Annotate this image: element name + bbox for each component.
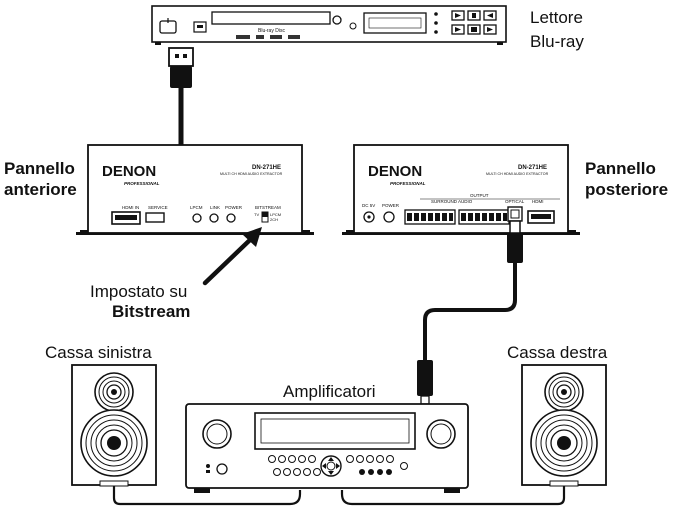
front-panel-label-line1: Pannello <box>4 159 75 178</box>
amplifier <box>185 403 469 493</box>
svg-text:POWER: POWER <box>225 205 243 210</box>
surround-terminals <box>404 209 510 225</box>
svg-text:2CH: 2CH <box>270 217 278 222</box>
svg-text:SURROUND AUDIO: SURROUND AUDIO <box>431 199 473 204</box>
svg-text:BITSTREAM: BITSTREAM <box>255 205 281 210</box>
left-speaker <box>71 364 157 487</box>
svg-text:SERVICE: SERVICE <box>148 205 168 210</box>
svg-text:LPCM: LPCM <box>190 205 203 210</box>
power-led <box>226 213 236 223</box>
disc-tray <box>211 11 331 25</box>
bitstream-setting-line1: Impostato su <box>90 282 188 301</box>
svg-text:HDMI IN: HDMI IN <box>122 205 139 210</box>
svg-text:DN-271HE: DN-271HE <box>518 165 547 171</box>
rear-panel-label-line1: Pannello <box>585 159 656 178</box>
right-speaker <box>521 364 607 487</box>
svg-text:MULTI CH HDMI AUDIO EXTRACTOR: MULTI CH HDMI AUDIO EXTRACTOR <box>220 172 283 176</box>
player-label-line1: Lettore <box>530 8 583 27</box>
left-speaker-label: Cassa sinistra <box>45 343 152 362</box>
amp-display <box>254 412 416 450</box>
svg-text:LINK: LINK <box>210 205 220 210</box>
bitstream-setting-line2: Bitstream <box>112 302 191 321</box>
right-speaker-label: Cassa destra <box>507 343 608 362</box>
svg-text:DN-271HE: DN-271HE <box>252 165 281 171</box>
svg-text:PROFESSIONAL: PROFESSIONAL <box>124 181 160 186</box>
svg-text:DC 5V: DC 5V <box>362 203 375 208</box>
optical-cable <box>417 220 523 405</box>
svg-text:TV: TV <box>254 212 259 217</box>
svg-text:DENON: DENON <box>368 163 422 180</box>
svg-text:HDMI: HDMI <box>532 199 544 204</box>
bitstream-arrow <box>202 227 262 286</box>
svg-text:Blu-ray Disc: Blu-ray Disc <box>258 28 285 34</box>
lpcm-led <box>192 213 202 223</box>
front-panel-label-line2: anteriore <box>4 180 77 199</box>
rear-power-button <box>383 211 395 223</box>
svg-text:DENON: DENON <box>102 163 156 180</box>
amplifier-label: Amplificatori <box>283 382 376 401</box>
speaker-wires <box>112 486 566 506</box>
service-port <box>145 212 165 223</box>
eject-icon <box>332 15 342 25</box>
svg-text:OPTICAL: OPTICAL <box>505 199 525 204</box>
rear-panel-label-line2: posteriore <box>585 180 669 199</box>
extractor-front: DENON PROFESSIONAL DN-271HE MULTI CH HDM… <box>76 144 314 235</box>
transport-buttons <box>451 10 497 35</box>
svg-text:LPCM: LPCM <box>270 212 281 217</box>
player-display <box>363 12 427 34</box>
svg-text:OUTPUT: OUTPUT <box>470 193 489 198</box>
svg-text:MULTI CH HDMI AUDIO EXTRACTOR: MULTI CH HDMI AUDIO EXTRACTOR <box>486 172 549 176</box>
bluray-player: Blu-ray Disc <box>151 5 507 45</box>
extractor-rear: DENON PROFESSIONAL DN-271HE MULTI CH HDM… <box>342 144 580 235</box>
svg-text:POWER: POWER <box>382 203 400 208</box>
svg-text:PROFESSIONAL: PROFESSIONAL <box>390 181 426 186</box>
link-led <box>209 213 219 223</box>
player-label-line2: Blu-ray <box>530 32 584 51</box>
